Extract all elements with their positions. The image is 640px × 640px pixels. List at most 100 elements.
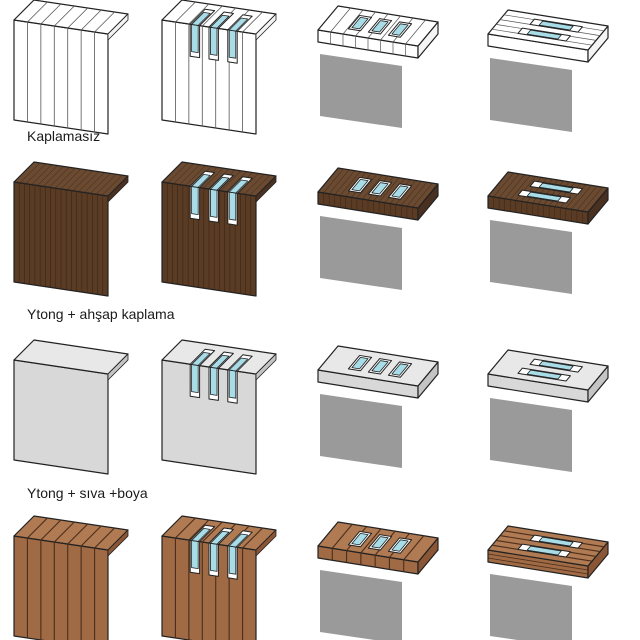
window-glass <box>228 191 237 221</box>
slab-top-face <box>487 349 609 391</box>
grain-line <box>40 519 62 541</box>
grain-line <box>582 186 603 212</box>
supporting-wall <box>320 394 402 468</box>
window-glass <box>371 536 389 549</box>
grain-line <box>226 171 247 192</box>
grain-line <box>27 1 48 23</box>
grain-line <box>515 176 536 201</box>
grain-line <box>362 174 383 200</box>
grain-line <box>101 174 123 196</box>
window-glass <box>371 360 389 373</box>
grain-line <box>54 167 76 189</box>
grain-line <box>173 163 194 184</box>
grain-line <box>405 19 426 45</box>
roof-slab-wood-slats-horizontal-openings <box>487 525 609 640</box>
wall-edge-face <box>255 175 277 203</box>
grain-line <box>504 174 525 199</box>
window-glass <box>210 14 230 29</box>
window-glass <box>210 542 218 572</box>
window-glass <box>371 182 389 195</box>
grain-line <box>360 528 382 554</box>
grain-line <box>72 170 93 191</box>
roof-slab-dark-wood-vertical-openings <box>317 167 439 290</box>
roof-slab-plaster-vertical-openings <box>317 345 439 468</box>
grain-line <box>249 174 271 196</box>
grain-line <box>571 185 592 210</box>
bent-wall-dark-wood <box>13 161 129 297</box>
grain-line <box>328 169 350 194</box>
grain-line <box>80 525 102 547</box>
window-glass <box>228 357 249 372</box>
supporting-wall <box>320 54 402 128</box>
window-glass <box>210 354 230 369</box>
window-glass <box>210 26 218 56</box>
bent-wall-plain-with-openings <box>161 0 277 135</box>
window-glass <box>526 191 562 202</box>
grain-line <box>67 523 89 545</box>
window-glass <box>538 360 574 371</box>
window-glass <box>351 178 369 192</box>
supporting-wall <box>490 220 572 294</box>
grain-line <box>188 3 210 25</box>
grain-line <box>323 168 344 194</box>
window-glass <box>391 185 409 198</box>
roof-slab-plaster-horizontal-openings <box>487 349 609 472</box>
grain-line <box>244 174 265 195</box>
grain-line <box>403 535 425 561</box>
grain-line <box>96 174 117 195</box>
grain-line <box>19 162 41 184</box>
window-glass <box>228 179 249 194</box>
grain-line <box>330 7 351 33</box>
grain-line <box>493 172 514 198</box>
grain-line <box>487 553 589 571</box>
window-glass <box>371 20 389 33</box>
supporting-wall <box>490 398 572 472</box>
row-label-plain: Kaplamasız <box>27 128 101 144</box>
grain-line <box>78 171 99 192</box>
grain-line <box>49 167 70 188</box>
wall-edge-face <box>255 13 277 41</box>
grain-line <box>356 174 378 199</box>
grain-line <box>94 527 115 549</box>
roof-slab-dark-wood-horizontal-openings <box>487 171 609 294</box>
wall-edge-face <box>107 353 129 381</box>
window-glass <box>191 12 211 26</box>
bent-wall-plain <box>13 0 129 135</box>
window-glass <box>210 530 230 545</box>
grain-line <box>43 166 64 187</box>
grain-line <box>201 521 223 543</box>
grain-line <box>31 164 52 185</box>
grain-line <box>179 164 200 185</box>
wall-edge-face <box>107 529 129 557</box>
grain-line <box>378 177 400 202</box>
supporting-wall <box>320 216 402 290</box>
grain-line <box>242 11 263 33</box>
grain-line <box>412 182 433 208</box>
window-glass <box>191 352 211 366</box>
window-glass <box>538 182 574 193</box>
grain-line <box>340 171 361 196</box>
wall-front-face <box>13 535 109 640</box>
grain-line <box>498 173 520 198</box>
bent-wall-wood-slats <box>13 515 129 640</box>
grain-line <box>334 170 355 195</box>
bent-wall-plaster-with-openings <box>161 339 277 475</box>
window-glass <box>351 356 369 370</box>
grain-line <box>60 168 82 190</box>
slab-top-face <box>487 9 609 51</box>
row-label-dark-wood: Ytong + ahşap kaplama <box>27 306 175 322</box>
window-glass <box>210 366 218 396</box>
window-glass <box>526 29 562 40</box>
grain-line <box>25 163 46 184</box>
window-glass <box>538 20 574 31</box>
roof-slab-plain-vertical-openings <box>317 5 439 128</box>
grain-line <box>401 181 422 206</box>
wall-edge-face <box>255 353 277 381</box>
supporting-wall <box>320 570 402 640</box>
window-glass <box>538 536 574 547</box>
grain-line <box>67 7 88 29</box>
grain-line <box>94 11 115 33</box>
roof-slab-plain-horizontal-openings <box>487 9 609 132</box>
grain-line <box>576 186 598 211</box>
